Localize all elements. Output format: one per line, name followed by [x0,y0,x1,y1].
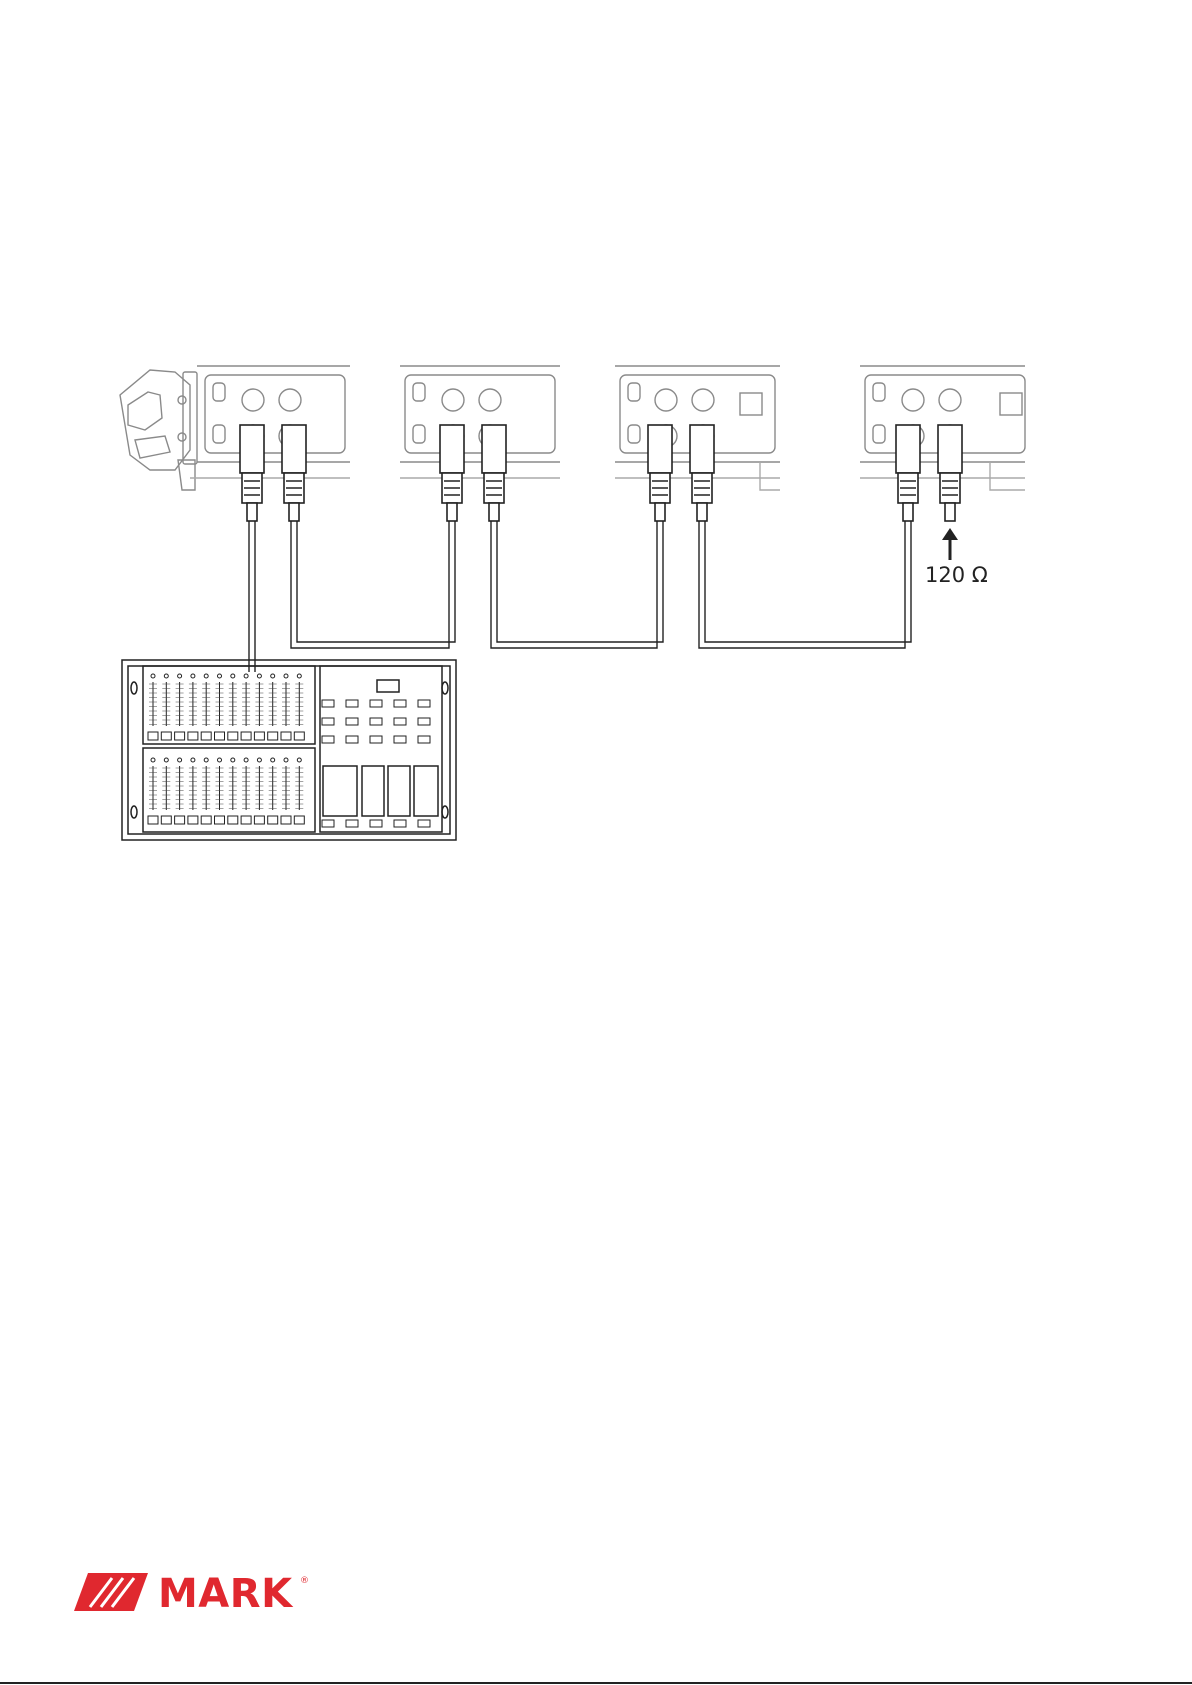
bank-b-led [297,758,301,762]
scene-bank-b [143,748,315,832]
xlr-plug-f4-in [896,425,920,521]
control-button [346,820,358,827]
control-button [394,700,406,707]
bank-a-flash-button [201,732,211,740]
control-button [322,718,334,725]
mark-logo: MARK ® [74,1569,309,1613]
bank-a-led [257,674,261,678]
control-button [394,820,406,827]
dmx-cables [249,521,911,672]
bank-a-flash-button [281,732,291,740]
bank-b-led [151,758,155,762]
bank-b-flash-button [201,816,211,824]
bank-a-led [164,674,168,678]
xlr-connectors [240,425,962,521]
control-button [418,820,430,827]
mark-logo-emblem [74,1573,148,1611]
bank-a-flash-button [161,732,171,740]
cable-f3-to-f4 [699,521,911,648]
control-button [370,820,382,827]
xlr-terminator [938,425,962,521]
control-button [322,736,334,743]
xlr-plug-f1-out [282,425,306,521]
bank-b-flash-button [188,816,198,824]
bank-b-flash-button [241,816,251,824]
xlr-plug-f2-in [440,425,464,521]
bank-b-led [178,758,182,762]
fixture-1 [120,366,350,490]
control-button [322,700,334,707]
control-button [370,700,382,707]
control-button [394,718,406,725]
bank-a-flash-button [294,732,304,740]
termination: 120 Ω [925,528,988,587]
bank-b-flash-button [175,816,185,824]
cable-f1-to-f2 [291,521,455,648]
bank-a-led [297,674,301,678]
control-button [370,736,382,743]
bank-b-flash-button [268,816,278,824]
bank-b-flash-button [294,816,304,824]
control-button [418,736,430,743]
bottom-rule [0,1682,1192,1684]
bank-b-led [231,758,235,762]
control-button [370,718,382,725]
control-button [418,718,430,725]
bank-b-flash-button [161,816,171,824]
bank-a-led [218,674,222,678]
bank-b-led [257,758,261,762]
bank-b-led [164,758,168,762]
termination-label: 120 Ω [925,563,988,587]
control-button [418,700,430,707]
bank-b-led [271,758,275,762]
bank-a-led [204,674,208,678]
bank-a-flash-button [241,732,251,740]
bank-a-flash-button [228,732,238,740]
bank-b-flash-button [148,816,158,824]
bank-b-flash-button [281,816,291,824]
bank-b-flash-button [215,816,225,824]
bank-a-flash-button [254,732,264,740]
bank-b-flash-button [254,816,264,824]
dmx-controller [122,660,456,840]
bank-b-led [284,758,288,762]
bank-a-led [244,674,248,678]
bank-a-flash-button [188,732,198,740]
bank-a-led [151,674,155,678]
bank-a-led [271,674,275,678]
mark-logo-text: MARK [158,1571,294,1613]
control-section [320,666,442,832]
bank-a-flash-button [175,732,185,740]
bank-b-flash-button [228,816,238,824]
bank-b-led [244,758,248,762]
xlr-plug-f1-in [240,425,264,521]
bank-b-led [204,758,208,762]
bank-a-led [191,674,195,678]
cable-f2-to-f3 [491,521,663,648]
bank-b-led [191,758,195,762]
bank-a-flash-button [148,732,158,740]
xlr-plug-f3-out [690,425,714,521]
control-button [346,718,358,725]
bank-a-led [178,674,182,678]
cable-controller-to-f1 [249,521,255,672]
mark-logo-registered: ® [300,1576,309,1586]
fixture-2 [400,366,560,478]
xlr-plug-f3-in [648,425,672,521]
control-button [346,736,358,743]
control-button [346,700,358,707]
control-button [394,736,406,743]
bank-b-led [218,758,222,762]
bank-a-led [284,674,288,678]
xlr-plug-f2-out [482,425,506,521]
bank-a-flash-button [215,732,225,740]
control-button [322,820,334,827]
bank-a-flash-button [268,732,278,740]
bank-a-led [231,674,235,678]
